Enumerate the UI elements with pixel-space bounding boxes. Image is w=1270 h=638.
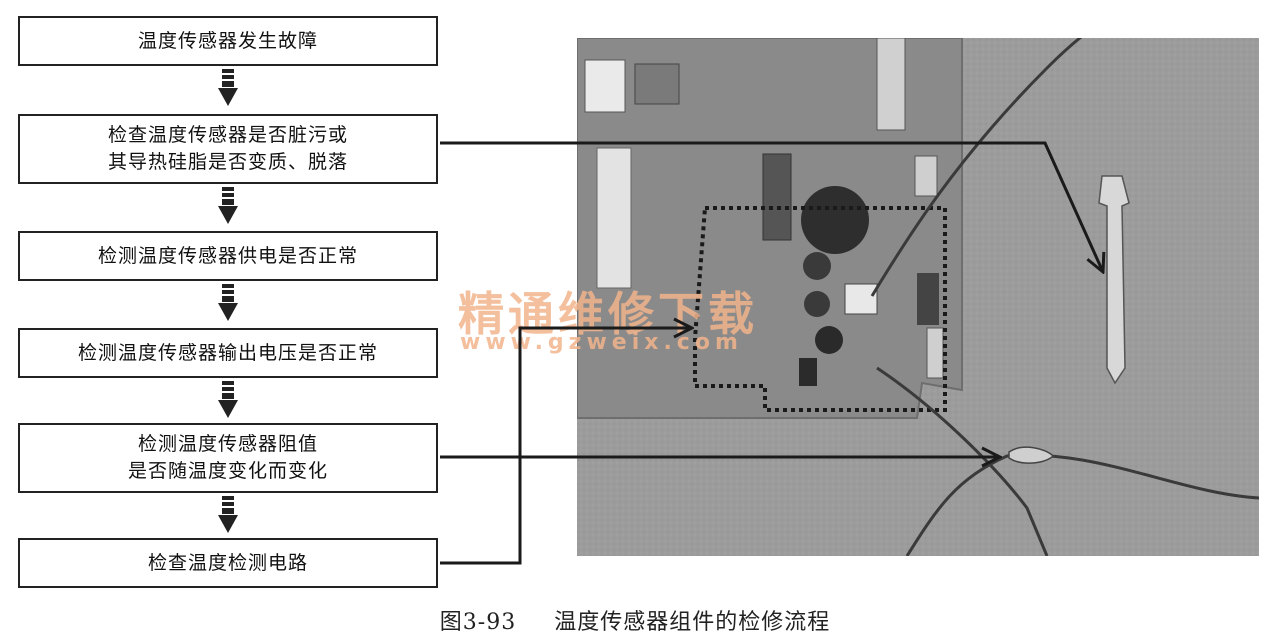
flow-step-6: 检查温度检测电路 [18,538,438,588]
board-label-sticker [596,147,632,289]
flow-step-1: 温度传感器发生故障 [18,16,438,66]
sensor-wire-2 [876,366,1049,556]
board-ic-2 [762,153,792,241]
temperature-sensor-probe [1008,446,1055,464]
board-capacitor-2 [804,291,830,317]
board-component-2 [917,273,939,325]
board-connector-top [876,38,906,131]
figure-number: 图3-93 [439,610,517,635]
down-arrow-4 [218,381,238,418]
figure-caption: 图3-93 温度传感器组件的检修流程 [0,604,1270,636]
board-connector-right [914,155,938,197]
step-5-line2: 是否随温度变化而变化 [127,460,328,482]
board-ic-1 [584,59,626,113]
step-2-line1: 检查温度传感器是否脏污或 [107,124,348,146]
board-component-1 [634,63,680,105]
step-6-line1: 检查温度检测电路 [147,551,308,574]
board-connector-mid [844,283,878,315]
step-4-line1: 检测温度传感器输出电压是否正常 [77,341,378,364]
down-arrow-1 [218,69,238,106]
board-capacitor-4 [799,358,817,386]
figure-title: 温度传感器组件的检修流程 [554,610,831,635]
step-1-line1: 温度传感器发生故障 [137,29,318,52]
step-3-line1: 检测温度传感器供电是否正常 [97,244,358,267]
watermark-url: www.gzweix.com [460,330,743,355]
board-capacitor-3 [815,326,843,354]
board-connector-small [926,327,944,379]
flow-step-5: 检测温度传感器阻值 是否随温度变化而变化 [18,423,438,493]
board-capacitor-1 [803,252,831,280]
down-arrow-3 [218,284,238,321]
board-buzzer [801,186,869,254]
down-arrow-5 [218,496,238,533]
flow-step-4: 检测温度传感器输出电压是否正常 [18,328,438,378]
step-2-line2: 其导热硅脂是否变质、脱落 [107,151,348,173]
flow-step-3: 检测温度传感器供电是否正常 [18,231,438,281]
flow-step-2: 检查温度传感器是否脏污或 其导热硅脂是否变质、脱落 [18,114,438,184]
down-arrow-2 [218,187,238,224]
step-5-line1: 检测温度传感器阻值 [137,433,318,455]
